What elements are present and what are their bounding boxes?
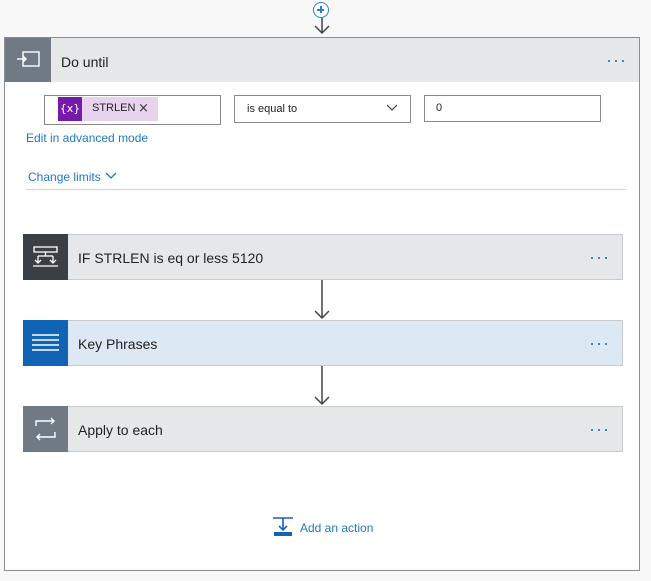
step-more-button[interactable]: ··· [589,247,610,267]
add-action-link[interactable]: Add an action [300,521,374,535]
edit-advanced-mode-link[interactable]: Edit in advanced mode [26,131,149,145]
step-key-phrases[interactable] [23,320,623,366]
arrow-down-icon [314,366,330,406]
condition-value-field[interactable] [424,95,601,122]
chevron-down-icon[interactable] [105,171,117,181]
change-limits-link[interactable]: Change limits [28,170,101,184]
condition-icon [23,234,68,280]
loop-icon [23,406,68,452]
step-title: Key Phrases [78,336,158,352]
operator-value: is equal to [247,103,298,115]
step-more-button[interactable]: ··· [589,419,610,439]
do-until-icon [5,38,51,82]
step-more-button[interactable]: ··· [589,333,610,353]
do-until-more-button[interactable]: ··· [606,50,627,70]
token-remove-icon[interactable]: × [138,101,149,116]
operator-select[interactable] [234,95,411,123]
do-until-header[interactable] [5,38,639,82]
step-title: IF STRLEN is eq or less 5120 [78,250,264,266]
step-condition[interactable] [23,234,623,280]
add-action-icon[interactable] [272,516,294,538]
arrow-down-icon [314,280,330,320]
step-title: Apply to each [78,422,163,438]
do-until-title: Do until [61,54,109,70]
condition-value: 0 [436,102,443,114]
token-label: STRLEN [92,102,136,114]
variable-icon: {x} [58,97,82,121]
step-apply-to-each[interactable] [23,406,623,452]
arrow-down-icon [314,18,330,35]
chevron-down-icon [387,104,397,111]
divider [26,189,626,190]
text-lines-icon [23,320,68,366]
plus-circle-icon[interactable] [313,2,329,18]
